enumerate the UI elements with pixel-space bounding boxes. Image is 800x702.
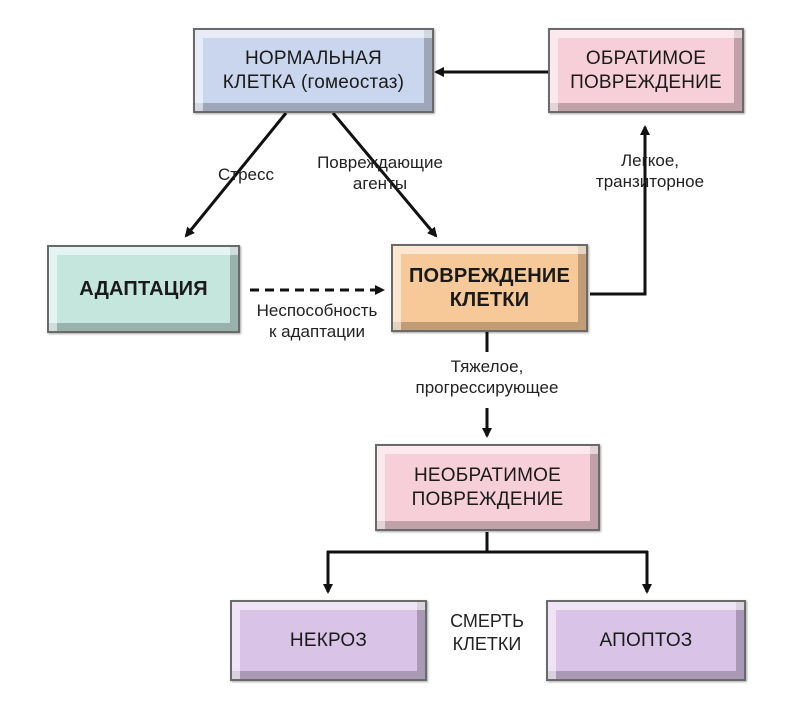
box-normal-cell-line1: НОРМАЛЬНАЯ	[245, 48, 382, 70]
label-stress-text: Стресс	[218, 165, 274, 184]
box-irreversible-line1: НЕОБРАТИМОЕ	[414, 465, 561, 487]
box-reversible-injury-text: ОБРАТИМОЕ ПОВРЕЖДЕНИЕ	[570, 47, 722, 93]
box-reversible-line2: ПОВРЕЖДЕНИЕ	[570, 71, 722, 93]
label-stress: Стресс	[196, 164, 296, 185]
label-damaging-agents: Повреждающие агенты	[305, 152, 455, 195]
box-necrosis-line1: НЕКРОЗ	[289, 629, 368, 651]
label-death-line2: КЛЕТКИ	[452, 633, 522, 654]
label-severe-line1: Тяжелое,	[450, 357, 524, 376]
box-normal-cell-text: НОРМАЛЬНАЯ КЛЕТКА (гомеостаз)	[223, 47, 404, 93]
box-cell-injury-line2: КЛЕТКИ	[449, 289, 530, 311]
label-damaging-line2: агенты	[352, 174, 408, 194]
label-inability-to-adapt: Неспособность к адаптации	[242, 300, 392, 343]
label-damaging-line1: Повреждающие	[317, 153, 443, 172]
box-apoptosis-line1: АПОПТОЗ	[599, 629, 693, 651]
box-irreversible-injury-text: НЕОБРАТИМОЕ ПОВРЕЖДЕНИЕ	[412, 464, 564, 510]
label-death-line1: СМЕРТЬ	[450, 611, 524, 631]
label-severe-line2: прогрессирующее	[415, 378, 559, 398]
arrow-mild-transient	[590, 125, 650, 296]
label-mild-line1: Легкое,	[620, 151, 680, 170]
label-inability-line2: к адаптации	[269, 322, 365, 342]
label-mild-transient: Легкое, транзиторное	[580, 150, 720, 193]
box-apoptosis: АПОПТОЗ	[546, 600, 746, 681]
label-mild-line2: транзиторное	[595, 172, 705, 192]
box-irreversible-injury: НЕОБРАТИМОЕ ПОВРЕЖДЕНИЕ	[375, 444, 600, 531]
box-adaptation-line1: АДАПТАЦИЯ	[79, 277, 208, 300]
box-cell-injury-line1: ПОВРЕЖДЕНИЕ	[408, 264, 571, 287]
box-irreversible-line2: ПОВРЕЖДЕНИЕ	[411, 488, 564, 510]
arrow-stress	[184, 112, 288, 238]
label-severe-progressive: Тяжелое, прогрессирующее	[407, 356, 567, 399]
label-cell-death: СМЕРТЬ КЛЕТКИ	[436, 610, 538, 655]
arrow-damaging-agents	[331, 112, 438, 238]
box-reversible-line1: ОБРАТИМОЕ	[585, 48, 707, 70]
box-cell-injury-text: ПОВРЕЖДЕНИЕ КЛЕТКИ	[409, 264, 570, 313]
box-normal-cell-line2: КЛЕТКА (гомеостаз)	[222, 71, 405, 93]
box-adaptation: АДАПТАЦИЯ	[47, 245, 240, 333]
box-reversible-injury: ОБРАТИМОЕ ПОВРЕЖДЕНИЕ	[548, 28, 744, 113]
box-normal-cell: НОРМАЛЬНАЯ КЛЕТКА (гомеостаз)	[193, 28, 434, 113]
label-inability-line1: Неспособность	[256, 301, 378, 320]
box-necrosis: НЕКРОЗ	[230, 600, 427, 681]
box-cell-injury: ПОВРЕЖДЕНИЕ КЛЕТКИ	[391, 244, 588, 332]
